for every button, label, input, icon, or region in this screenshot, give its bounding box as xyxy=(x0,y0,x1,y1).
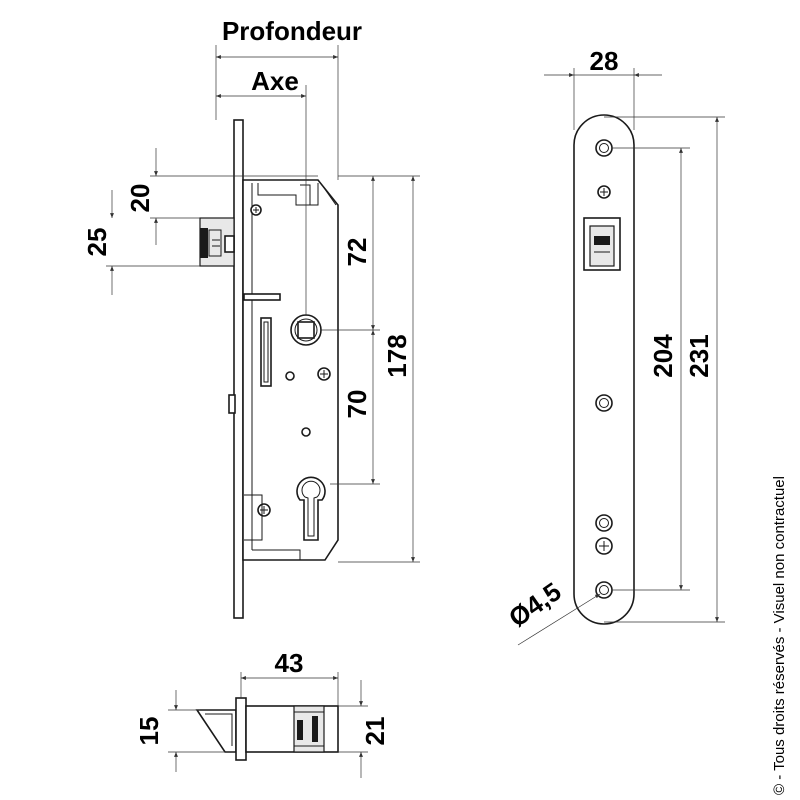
label-20: 20 xyxy=(125,184,155,213)
label-204: 204 xyxy=(648,334,678,378)
label-178: 178 xyxy=(382,334,412,377)
faceplate-front-view xyxy=(573,114,635,625)
latch-dimensions: 43 15 21 xyxy=(134,648,390,778)
faceplate-hole-bottom xyxy=(595,581,613,599)
faceplate-hole-middle xyxy=(595,394,613,412)
label-70: 70 xyxy=(342,390,372,419)
faceplate-side xyxy=(233,119,244,619)
label-72: 72 xyxy=(342,238,372,267)
faceplate-dimensions: 28 204 231 Ø4,5 xyxy=(503,46,725,646)
lever-bar xyxy=(243,293,281,301)
faceplate-hole-top xyxy=(595,139,613,157)
case-top-detail xyxy=(257,183,319,206)
copyright-text: © - Tous droits réservés - Visuel non co… xyxy=(771,476,788,795)
case-inner-contour xyxy=(251,183,301,560)
latch-bevel xyxy=(195,709,237,753)
label-21: 21 xyxy=(360,717,390,746)
slot xyxy=(260,317,272,387)
label-15: 15 xyxy=(134,717,164,746)
lock-case xyxy=(242,179,339,561)
label-25: 25 xyxy=(82,228,112,257)
small-hole-2 xyxy=(301,427,311,437)
latch-top-view xyxy=(195,697,339,761)
label-profondeur: Profondeur xyxy=(222,16,362,46)
label-231: 231 xyxy=(684,334,714,377)
faceplate-hole-lower xyxy=(595,514,613,532)
square-spindle-hole xyxy=(297,321,315,339)
mortise-lock-view xyxy=(199,119,339,619)
label-axe: Axe xyxy=(251,66,299,96)
label-diameter-4-5: Ø4,5 xyxy=(503,576,566,633)
latch-faceplate xyxy=(235,697,247,761)
cylinder-cutout xyxy=(296,476,326,541)
label-28: 28 xyxy=(590,46,619,76)
label-43: 43 xyxy=(275,648,304,678)
lock-dimensions: Profondeur Axe 20 25 72 70 178 xyxy=(82,16,420,563)
copyright-notice: © - Tous droits réservés - Visuel non co… xyxy=(771,400,791,795)
small-hole-1 xyxy=(285,371,295,381)
